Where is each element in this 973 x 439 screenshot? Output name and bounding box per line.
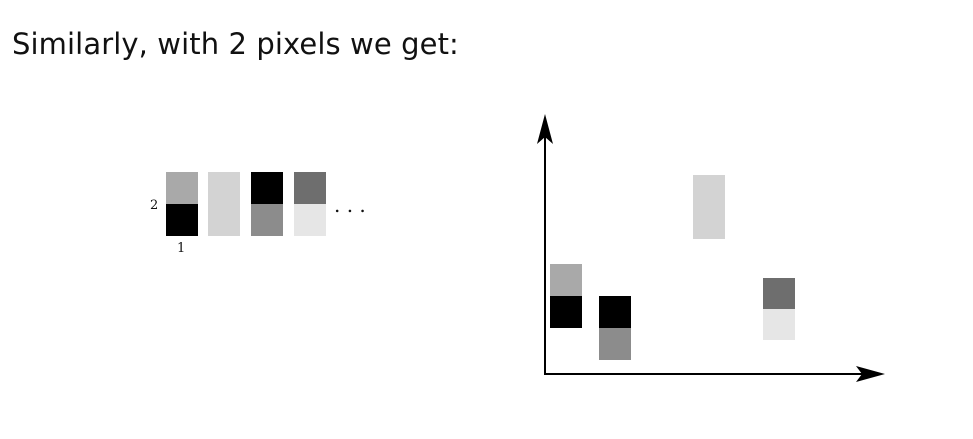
- pixel-image-bottom: [208, 204, 240, 236]
- pixel-image-bottom: [294, 204, 326, 236]
- plot-point-top: [693, 175, 725, 207]
- plot-point: [599, 296, 631, 360]
- slide-title: Similarly, with 2 pixels we get:: [12, 27, 459, 61]
- pixel-image: [251, 172, 283, 236]
- plot-point-top: [763, 278, 795, 309]
- pixel-strip: 2 1 . . .: [150, 172, 366, 256]
- pixel-image-bottom: [166, 204, 198, 236]
- x-axis-arrowhead: [856, 366, 885, 382]
- plot-point-bottom: [550, 296, 582, 328]
- pixel-image-top: [166, 172, 198, 204]
- plot-point-bottom: [693, 207, 725, 239]
- pixel-image: [208, 172, 240, 236]
- pixel-col-label: 1: [177, 241, 185, 256]
- ellipsis: . . .: [334, 193, 366, 217]
- pixel-image: [166, 172, 198, 236]
- pixel-image: [294, 172, 326, 236]
- y-axis-arrowhead: [537, 114, 553, 144]
- pixel-image-top: [294, 172, 326, 204]
- pixel-image-top: [251, 172, 283, 204]
- plot-point: [693, 175, 725, 239]
- plot-point-bottom: [763, 309, 795, 340]
- pixel-image-top: [208, 172, 240, 204]
- plot-point-bottom: [599, 328, 631, 360]
- plot-point-top: [550, 264, 582, 296]
- pixel-image-bottom: [251, 204, 283, 236]
- plot-point-top: [599, 296, 631, 328]
- pixel-row-label: 2: [150, 198, 158, 213]
- pixel-space-plot: [537, 114, 885, 382]
- plot-point: [763, 278, 795, 340]
- plot-point: [550, 264, 582, 328]
